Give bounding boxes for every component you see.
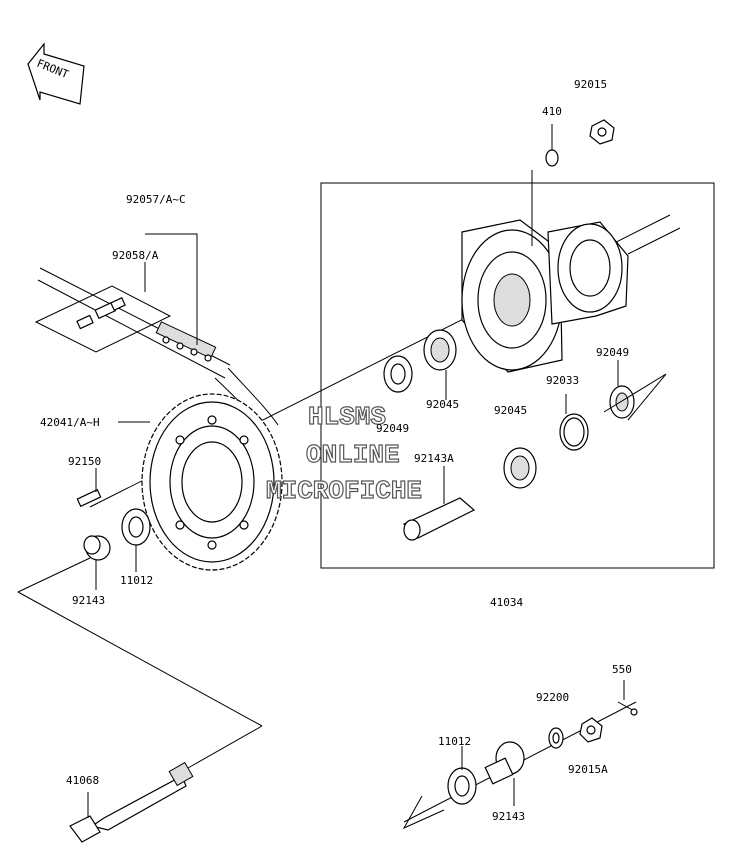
- hub-assembly-box: [320, 182, 715, 569]
- watermark-line-2: ONLINE: [306, 440, 400, 470]
- part-label-92143A[interactable]: 92143A: [414, 452, 454, 465]
- part-label-41068[interactable]: 41068: [66, 774, 99, 787]
- part-label-11012-right[interactable]: 11012: [438, 735, 471, 748]
- sprocket-bolt-icon: [76, 468, 102, 508]
- part-label-550[interactable]: 550: [612, 663, 632, 676]
- part-label-42041[interactable]: 42041/A~H: [40, 416, 100, 429]
- part-label-410[interactable]: 410: [542, 105, 562, 118]
- watermark: HLSMS ONLINE MICROFICHE: [265, 401, 422, 506]
- spacer-icon: [402, 466, 476, 541]
- cotter-pin-icon: [617, 680, 638, 716]
- part-label-92045-right[interactable]: 92045: [494, 404, 527, 417]
- part-label-92045-left[interactable]: 92045: [426, 398, 459, 411]
- right-washer-icon: [548, 727, 564, 749]
- part-labels: 92015 410 92057/A~C 92058/A 42041/A~H 92…: [40, 78, 632, 823]
- right-oil-seal-icon: [603, 360, 667, 421]
- left-oil-seal-icon: [383, 355, 413, 393]
- chain-assembly: [34, 233, 279, 429]
- hub-icon: [461, 170, 681, 373]
- part-label-41034[interactable]: 41034: [490, 596, 523, 609]
- part-label-92058[interactable]: 92058/A: [112, 249, 159, 262]
- part-label-92143-right[interactable]: 92143: [492, 810, 525, 823]
- circlip-icon: [559, 394, 589, 451]
- chain-link-icon: [76, 297, 126, 330]
- axle-nut-icon: [579, 717, 603, 743]
- part-label-11012-left[interactable]: 11012: [120, 574, 153, 587]
- part-label-92015A[interactable]: 92015A: [568, 763, 608, 776]
- part-label-92049-left[interactable]: 92049: [376, 422, 409, 435]
- left-bearing-icon: [423, 329, 457, 400]
- right-bearing-icon: [503, 447, 537, 489]
- chain-rollers: [155, 321, 217, 362]
- part-label-92049-right[interactable]: 92049: [596, 346, 629, 359]
- watermark-line-1: HLSMS: [308, 402, 386, 432]
- front-arrow-icon: FRONT: [27, 42, 85, 105]
- part-label-92143-left[interactable]: 92143: [72, 594, 105, 607]
- right-collar-icon: [484, 741, 525, 806]
- part-label-92033[interactable]: 92033: [546, 374, 579, 387]
- left-seal-icon: [121, 508, 151, 572]
- watermark-line-3: MICROFICHE: [266, 476, 422, 506]
- part-label-92015[interactable]: 92015: [574, 78, 607, 91]
- left-collar-icon: [83, 535, 111, 590]
- right-seal-icon: [447, 746, 477, 805]
- part-label-92150[interactable]: 92150: [68, 455, 101, 468]
- washer-410-icon: [545, 124, 559, 167]
- part-label-92200[interactable]: 92200: [536, 691, 569, 704]
- axle-icon: [17, 557, 263, 843]
- part-label-92057[interactable]: 92057/A~C: [126, 193, 186, 206]
- nut-icon: [589, 119, 615, 145]
- sprocket-icon: [118, 393, 283, 571]
